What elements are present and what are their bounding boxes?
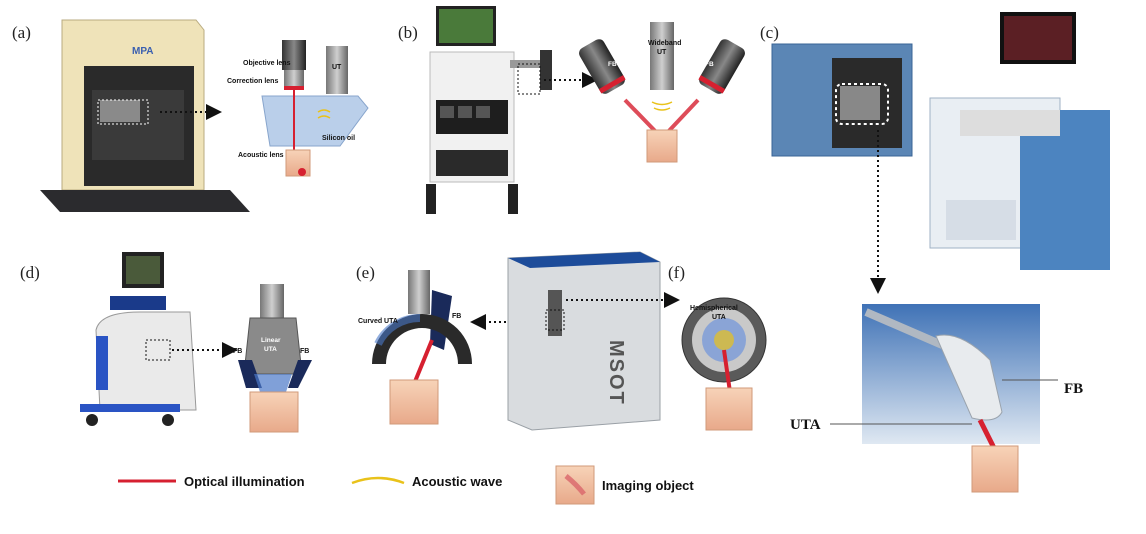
legend-acoustic-swatch [351, 476, 405, 485]
linear-label: Linear [261, 337, 281, 344]
fb-label-e: FB [452, 313, 461, 320]
fb-label-c: FB [1064, 381, 1083, 397]
fb-left-label-b: FB [608, 61, 617, 68]
legend-optical-label: Optical illumination [184, 474, 305, 489]
uta-label-c: UTA [790, 417, 821, 433]
panel-d-label: (d) [20, 263, 40, 282]
panel-e-schematic: Curved UTA FB [358, 270, 472, 425]
uta-label-f: UTA [712, 314, 726, 321]
legend-acoustic-label: Acoustic wave [412, 474, 502, 489]
legend: Optical illumination Acoustic wave Imagi… [118, 465, 694, 505]
ut-label-b: UT [657, 49, 667, 56]
panel-f-label: (f) [668, 263, 685, 282]
panel-a: (a) MPA Objective lens Correction lens U… [12, 19, 369, 212]
hemispherical-label: Hemispherical [690, 305, 738, 312]
legend-object-label: Imaging object [602, 478, 694, 493]
ut-label-a: UT [332, 64, 342, 71]
panel-d-schematic: Linear UTA FB FB [233, 284, 312, 433]
panel-f: (f) Hemispherical UTA [566, 263, 767, 431]
panel-c-probe-schematic: FB UTA [790, 304, 1083, 493]
curved-uta-label: Curved UTA [358, 318, 398, 325]
panel-c-instrument [771, 12, 1110, 270]
panel-b-schematic: FB Wideband UT FB [579, 22, 745, 163]
acoustic-lens-label: Acoustic lens [238, 152, 284, 159]
panel-e-label: (e) [356, 263, 375, 282]
panel-d: (d) Linear UTA FB FB [20, 252, 312, 433]
fb-right-label-d: FB [300, 348, 309, 355]
panel-b-cart-system [426, 6, 552, 214]
correction-lens-label: Correction lens [227, 78, 278, 85]
panel-c: (c) FB UTA [760, 12, 1110, 493]
panel-a-label: (a) [12, 23, 31, 42]
panel-f-schematic: Hemispherical UTA [681, 297, 767, 431]
panel-a-schematic: Objective lens Correction lens UT Silico… [227, 40, 369, 177]
msot-instrument: MSOT [507, 251, 661, 431]
panel-b: (b) F [398, 6, 745, 214]
panel-e: (e) Curved UTA FB MSOT [356, 251, 661, 431]
mpa-microscope-enclosure: MPA [40, 19, 250, 212]
wideband-label: Wideband [648, 40, 681, 47]
fb-left-label-d: FB [233, 348, 242, 355]
panel-b-label: (b) [398, 23, 418, 42]
mpa-brand-text: MPA [132, 46, 153, 57]
uta-label-d: UTA [264, 346, 277, 353]
msot-brand-text: MSOT [605, 340, 627, 406]
silicon-oil-label: Silicon oil [322, 135, 355, 142]
fb-right-label-b: FB [705, 61, 714, 68]
panel-d-ultrasound-cart [80, 252, 197, 426]
objective-lens-label: Objective lens [243, 60, 291, 67]
panel-c-label: (c) [760, 23, 779, 42]
